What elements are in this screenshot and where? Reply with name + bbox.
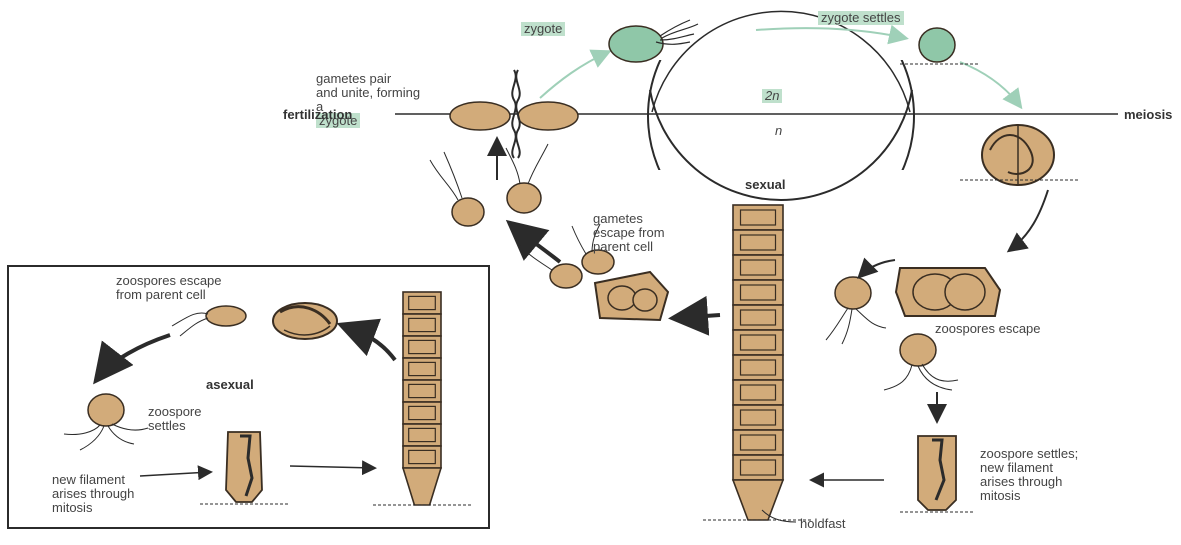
green-arrow-to-meiosis: [960, 62, 1020, 106]
zoospore-sporangium-right: [896, 268, 1000, 316]
arrow-to-free-gametes: [512, 225, 560, 262]
green-arrow-to-zygote: [540, 52, 608, 98]
asexual-zoospore: [172, 306, 246, 336]
young-filament-left: [200, 432, 290, 504]
arrow-meiosis-down: [1010, 190, 1048, 250]
asexual-sporangium: [273, 303, 337, 339]
sexual-label: sexual: [745, 178, 785, 192]
zoospores-escape-parent-label: zoospores escape from parent cell: [116, 274, 222, 302]
zoospore-settles-left-label: zoospore settles: [148, 405, 201, 433]
meiosis-cell: [960, 125, 1080, 185]
zoospores-escape-label: zoospores escape: [935, 322, 1041, 336]
arrow-to-asexual-sporangium: [344, 326, 395, 360]
settled-zoospore-left: [64, 394, 148, 450]
asexual-filament: [373, 292, 471, 505]
young-filament-right: [900, 436, 974, 512]
filament-holdfast-cell: [403, 468, 441, 505]
arrow-filament-to-gametangium: [676, 315, 720, 318]
arrow-zoospore-down-left: [98, 335, 170, 378]
zygote-cell: [609, 20, 698, 62]
filament-holdfast-cell: [733, 480, 783, 520]
main-filament: [703, 205, 813, 520]
gametes-escape-label: gametes escape from parent cell: [593, 212, 665, 254]
zoospore-settles-right-label: zoospore settles; new filament arises th…: [980, 447, 1078, 503]
diploid-label: 2n: [762, 89, 782, 103]
holdfast-label: holdfast: [800, 517, 846, 531]
new-filament-left-label: new filament arises through mitosis: [52, 473, 134, 515]
meiosis-label: meiosis: [1124, 108, 1172, 122]
free-gametes: [430, 144, 548, 226]
fertilization-label: fertilization: [283, 108, 352, 122]
asexual-label: asexual: [206, 378, 254, 392]
haploid-label: n: [775, 124, 782, 138]
arrow-to-zoospores-right: [860, 260, 895, 276]
settled-zygote: [900, 28, 978, 64]
zygote-settles-label: zygote settles: [818, 11, 904, 25]
arrow-young-to-asexual-filament: [290, 466, 374, 468]
zygote-label: zygote: [521, 22, 565, 36]
arrow-to-young-filament-left: [140, 472, 210, 476]
green-arrow-to-settles: [756, 28, 905, 38]
